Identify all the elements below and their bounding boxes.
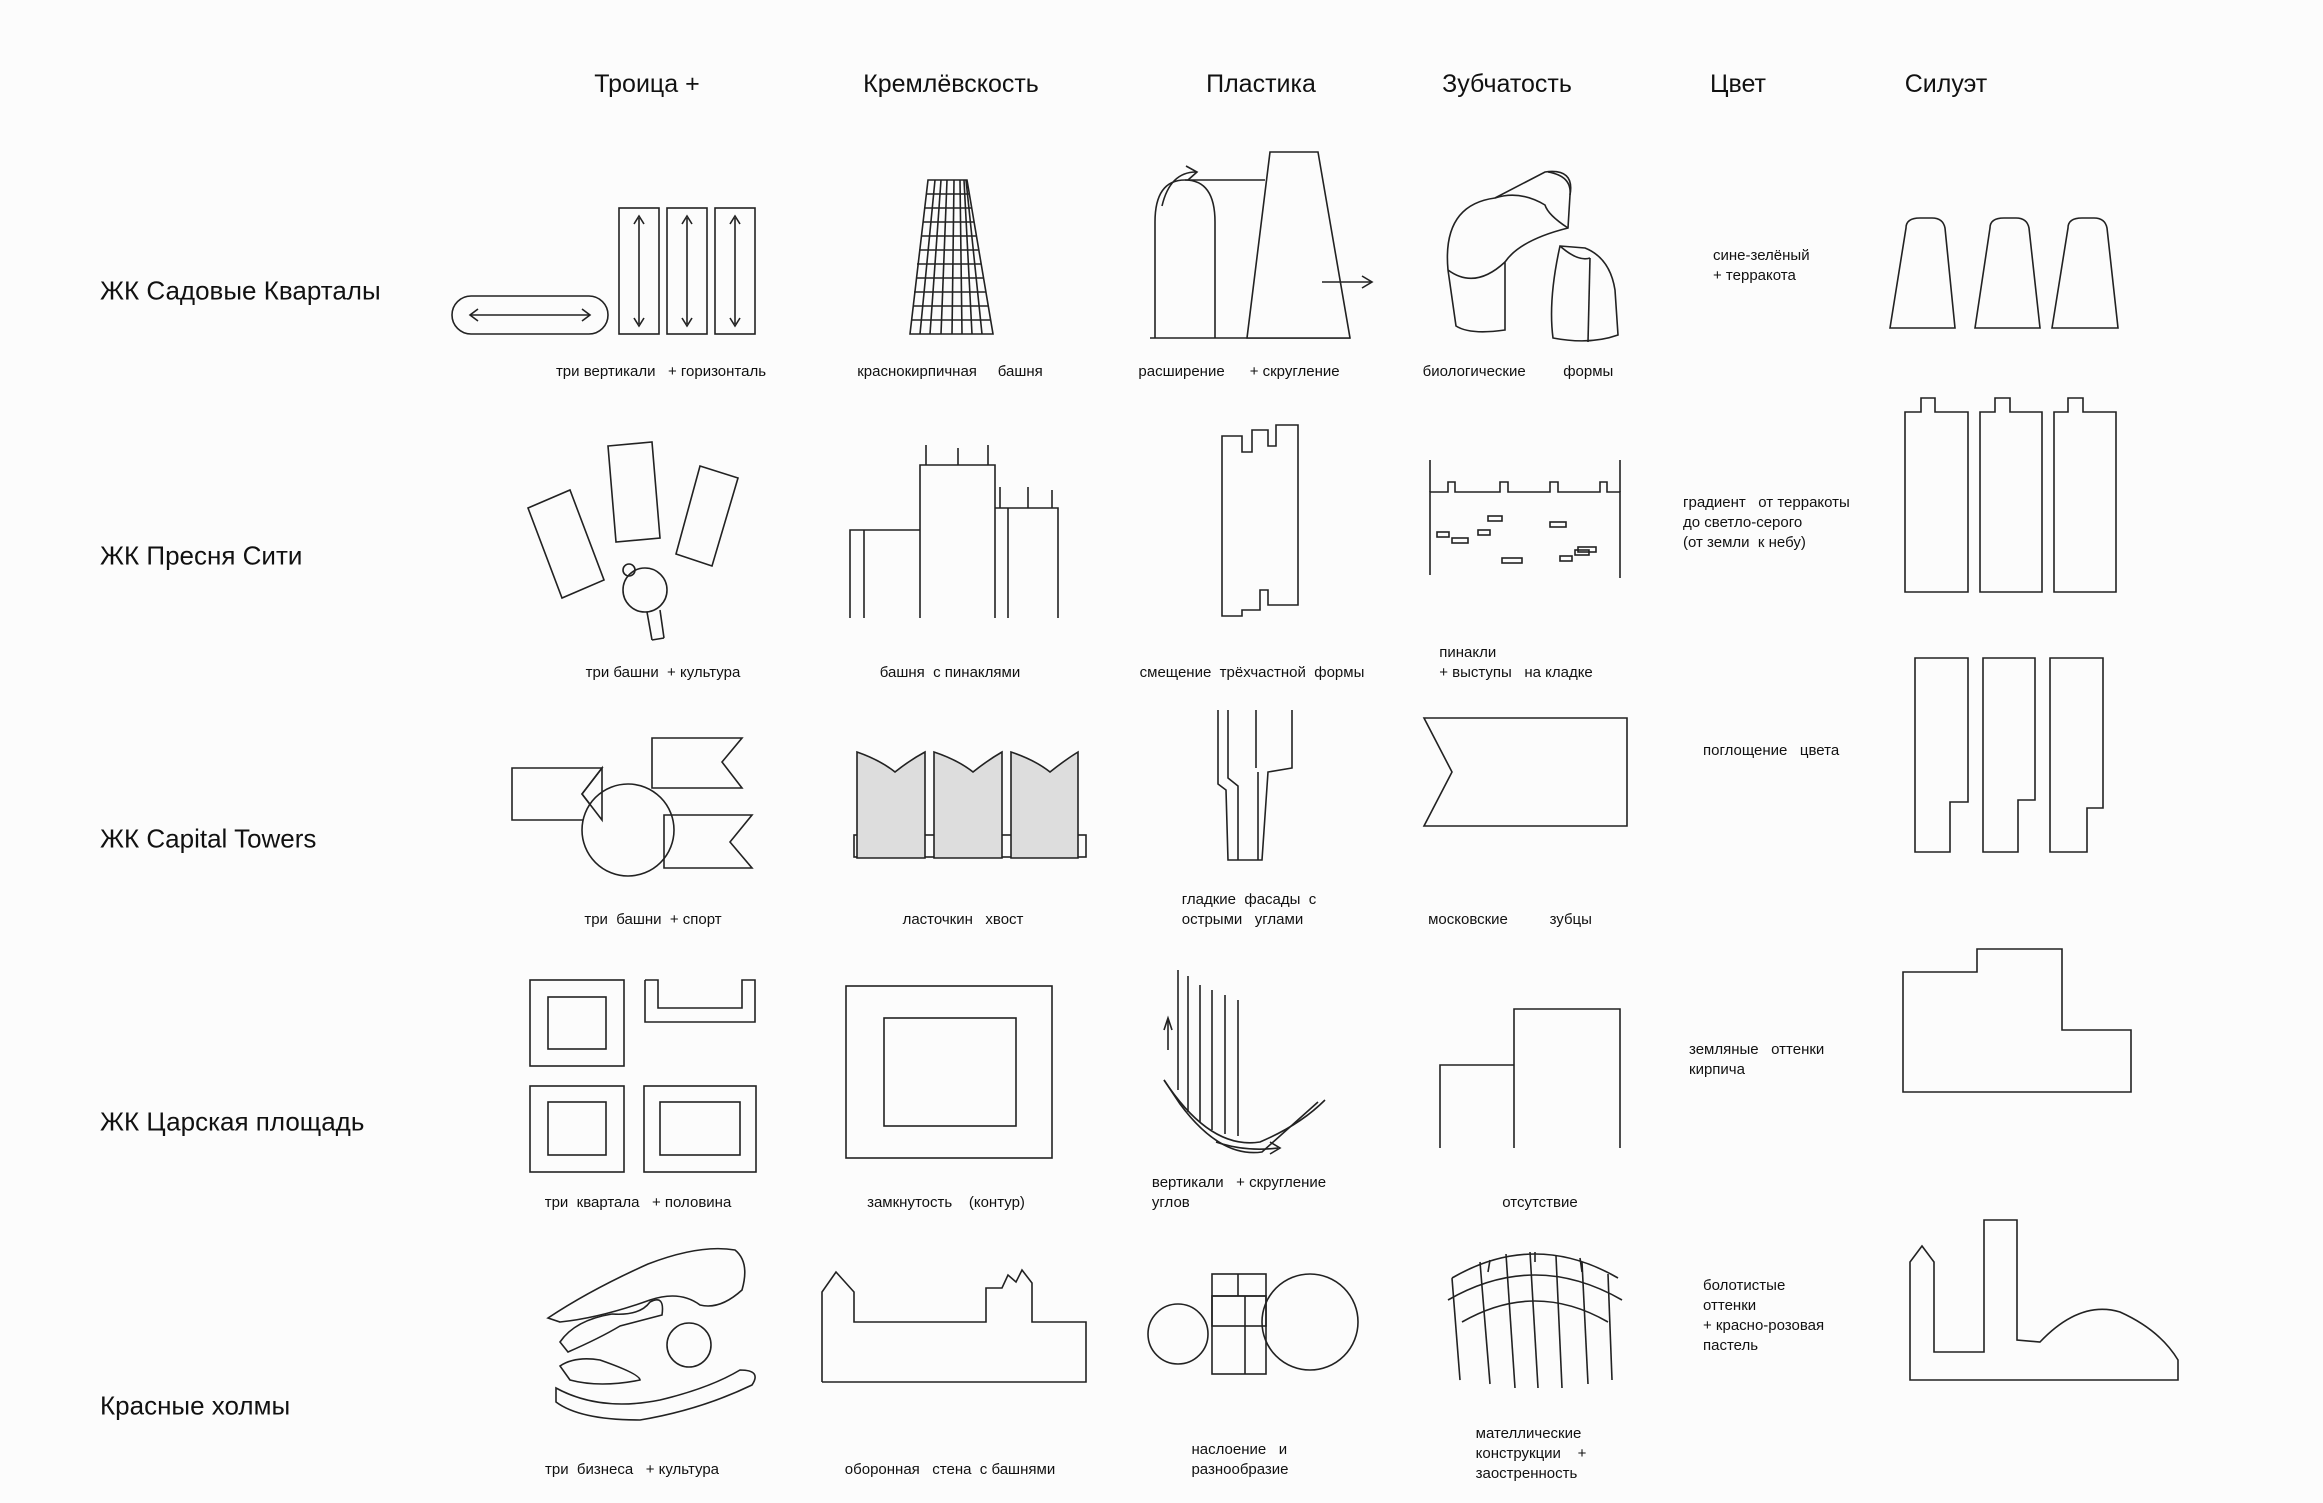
column-header-zubchatost: Зубчатость bbox=[1442, 70, 1572, 98]
column-header-troitsa: Троица + bbox=[594, 70, 700, 98]
silhouette-row1 bbox=[1889, 217, 2119, 329]
silhouette-row3 bbox=[1914, 657, 2104, 853]
caption: расширение + скругление bbox=[1138, 363, 1340, 380]
three-quarters-half-sketch bbox=[529, 979, 757, 1173]
row-label-krasnye: Красные холмы bbox=[100, 1390, 291, 1421]
row-label-capital: ЖК Capital Towers bbox=[100, 823, 317, 854]
column-header-plastika: Пластика bbox=[1206, 70, 1316, 98]
caption: башня с пинаклями bbox=[879, 664, 1021, 681]
column-header-silhouette: Силуэт bbox=[1904, 70, 1988, 98]
metal-structures-sketch bbox=[1447, 1251, 1623, 1389]
three-businesses-culture-sketch bbox=[546, 1247, 756, 1421]
three-verticals-horizontal-sketch bbox=[451, 207, 756, 335]
caption: три бизнеса + культура bbox=[544, 1461, 720, 1478]
caption: краснокирпичная башня bbox=[857, 363, 1043, 380]
color-note: земляные оттенки кирпича bbox=[1689, 1041, 1825, 1078]
caption: гладкие фасады с острыми углами bbox=[1181, 891, 1317, 928]
caption: ласточкин хвост bbox=[902, 911, 1024, 928]
caption: замкнутость (контур) bbox=[867, 1194, 1025, 1211]
smooth-facades-sharp-corners-sketch bbox=[1217, 710, 1293, 861]
column-header-kremlin: Кремлёвскость bbox=[863, 70, 1039, 98]
three-towers-sport-sketch bbox=[511, 737, 754, 877]
moscow-merlons-sketch bbox=[1422, 717, 1628, 827]
row-label-presnya: ЖК Пресня Сити bbox=[100, 540, 303, 571]
color-note: градиент от терракоты до светло-серого (… bbox=[1683, 494, 1850, 551]
silhouette-row4 bbox=[1902, 948, 2132, 1093]
swallowtail-sketch bbox=[853, 750, 1087, 859]
three-towers-culture-sketch bbox=[526, 441, 739, 641]
caption: биологические формы bbox=[1422, 363, 1614, 380]
silhouette-row5 bbox=[1909, 1219, 2179, 1381]
color-note: поглощение цвета bbox=[1703, 742, 1840, 759]
caption: вертикали + скругление углов bbox=[1151, 1174, 1327, 1211]
caption: три вертикали + горизонталь bbox=[555, 363, 767, 380]
caption: мателлические конструкции + заостренност… bbox=[1475, 1425, 1587, 1482]
pinnacles-brickwork-sketch bbox=[1429, 460, 1621, 578]
tower-with-pinnacles-sketch bbox=[849, 445, 1059, 618]
caption: три башни + спорт bbox=[584, 911, 722, 928]
layering-diversity-sketch bbox=[1147, 1273, 1359, 1375]
verticals-rounded-corners-sketch bbox=[1163, 970, 1326, 1155]
biological-forms-sketch bbox=[1446, 170, 1619, 343]
column-header-color: Цвет bbox=[1709, 70, 1767, 98]
color-note: сине-зелёный + терракота bbox=[1713, 247, 1810, 284]
caption: московские зубцы bbox=[1428, 911, 1592, 928]
caption: отсутствие bbox=[1502, 1194, 1578, 1211]
tripartite-offset-sketch bbox=[1221, 424, 1299, 617]
row-label-sadovye: ЖК Садовые Кварталы bbox=[100, 275, 381, 306]
absence-sketch bbox=[1439, 1008, 1621, 1148]
caption: оборонная стена с башнями bbox=[844, 1461, 1056, 1478]
caption: три квартала + половина bbox=[544, 1194, 732, 1211]
row-label-tsarskaya: ЖК Царская площадь bbox=[100, 1106, 365, 1137]
color-note: болотистые оттенки + красно-розовая паст… bbox=[1703, 1277, 1825, 1354]
closed-contour-sketch bbox=[845, 985, 1053, 1159]
caption: смещение трёхчастной формы bbox=[1139, 664, 1365, 681]
caption: наслоение и разнообразие bbox=[1191, 1441, 1289, 1478]
expansion-rounding-sketch bbox=[1150, 151, 1374, 339]
silhouette-row2 bbox=[1904, 397, 2117, 593]
caption: три башни + культура bbox=[585, 664, 741, 681]
defensive-wall-towers-sketch bbox=[821, 1268, 1087, 1383]
red-brick-tower-sketch bbox=[909, 179, 994, 335]
caption: пинакли + выступы на кладке bbox=[1439, 644, 1593, 681]
